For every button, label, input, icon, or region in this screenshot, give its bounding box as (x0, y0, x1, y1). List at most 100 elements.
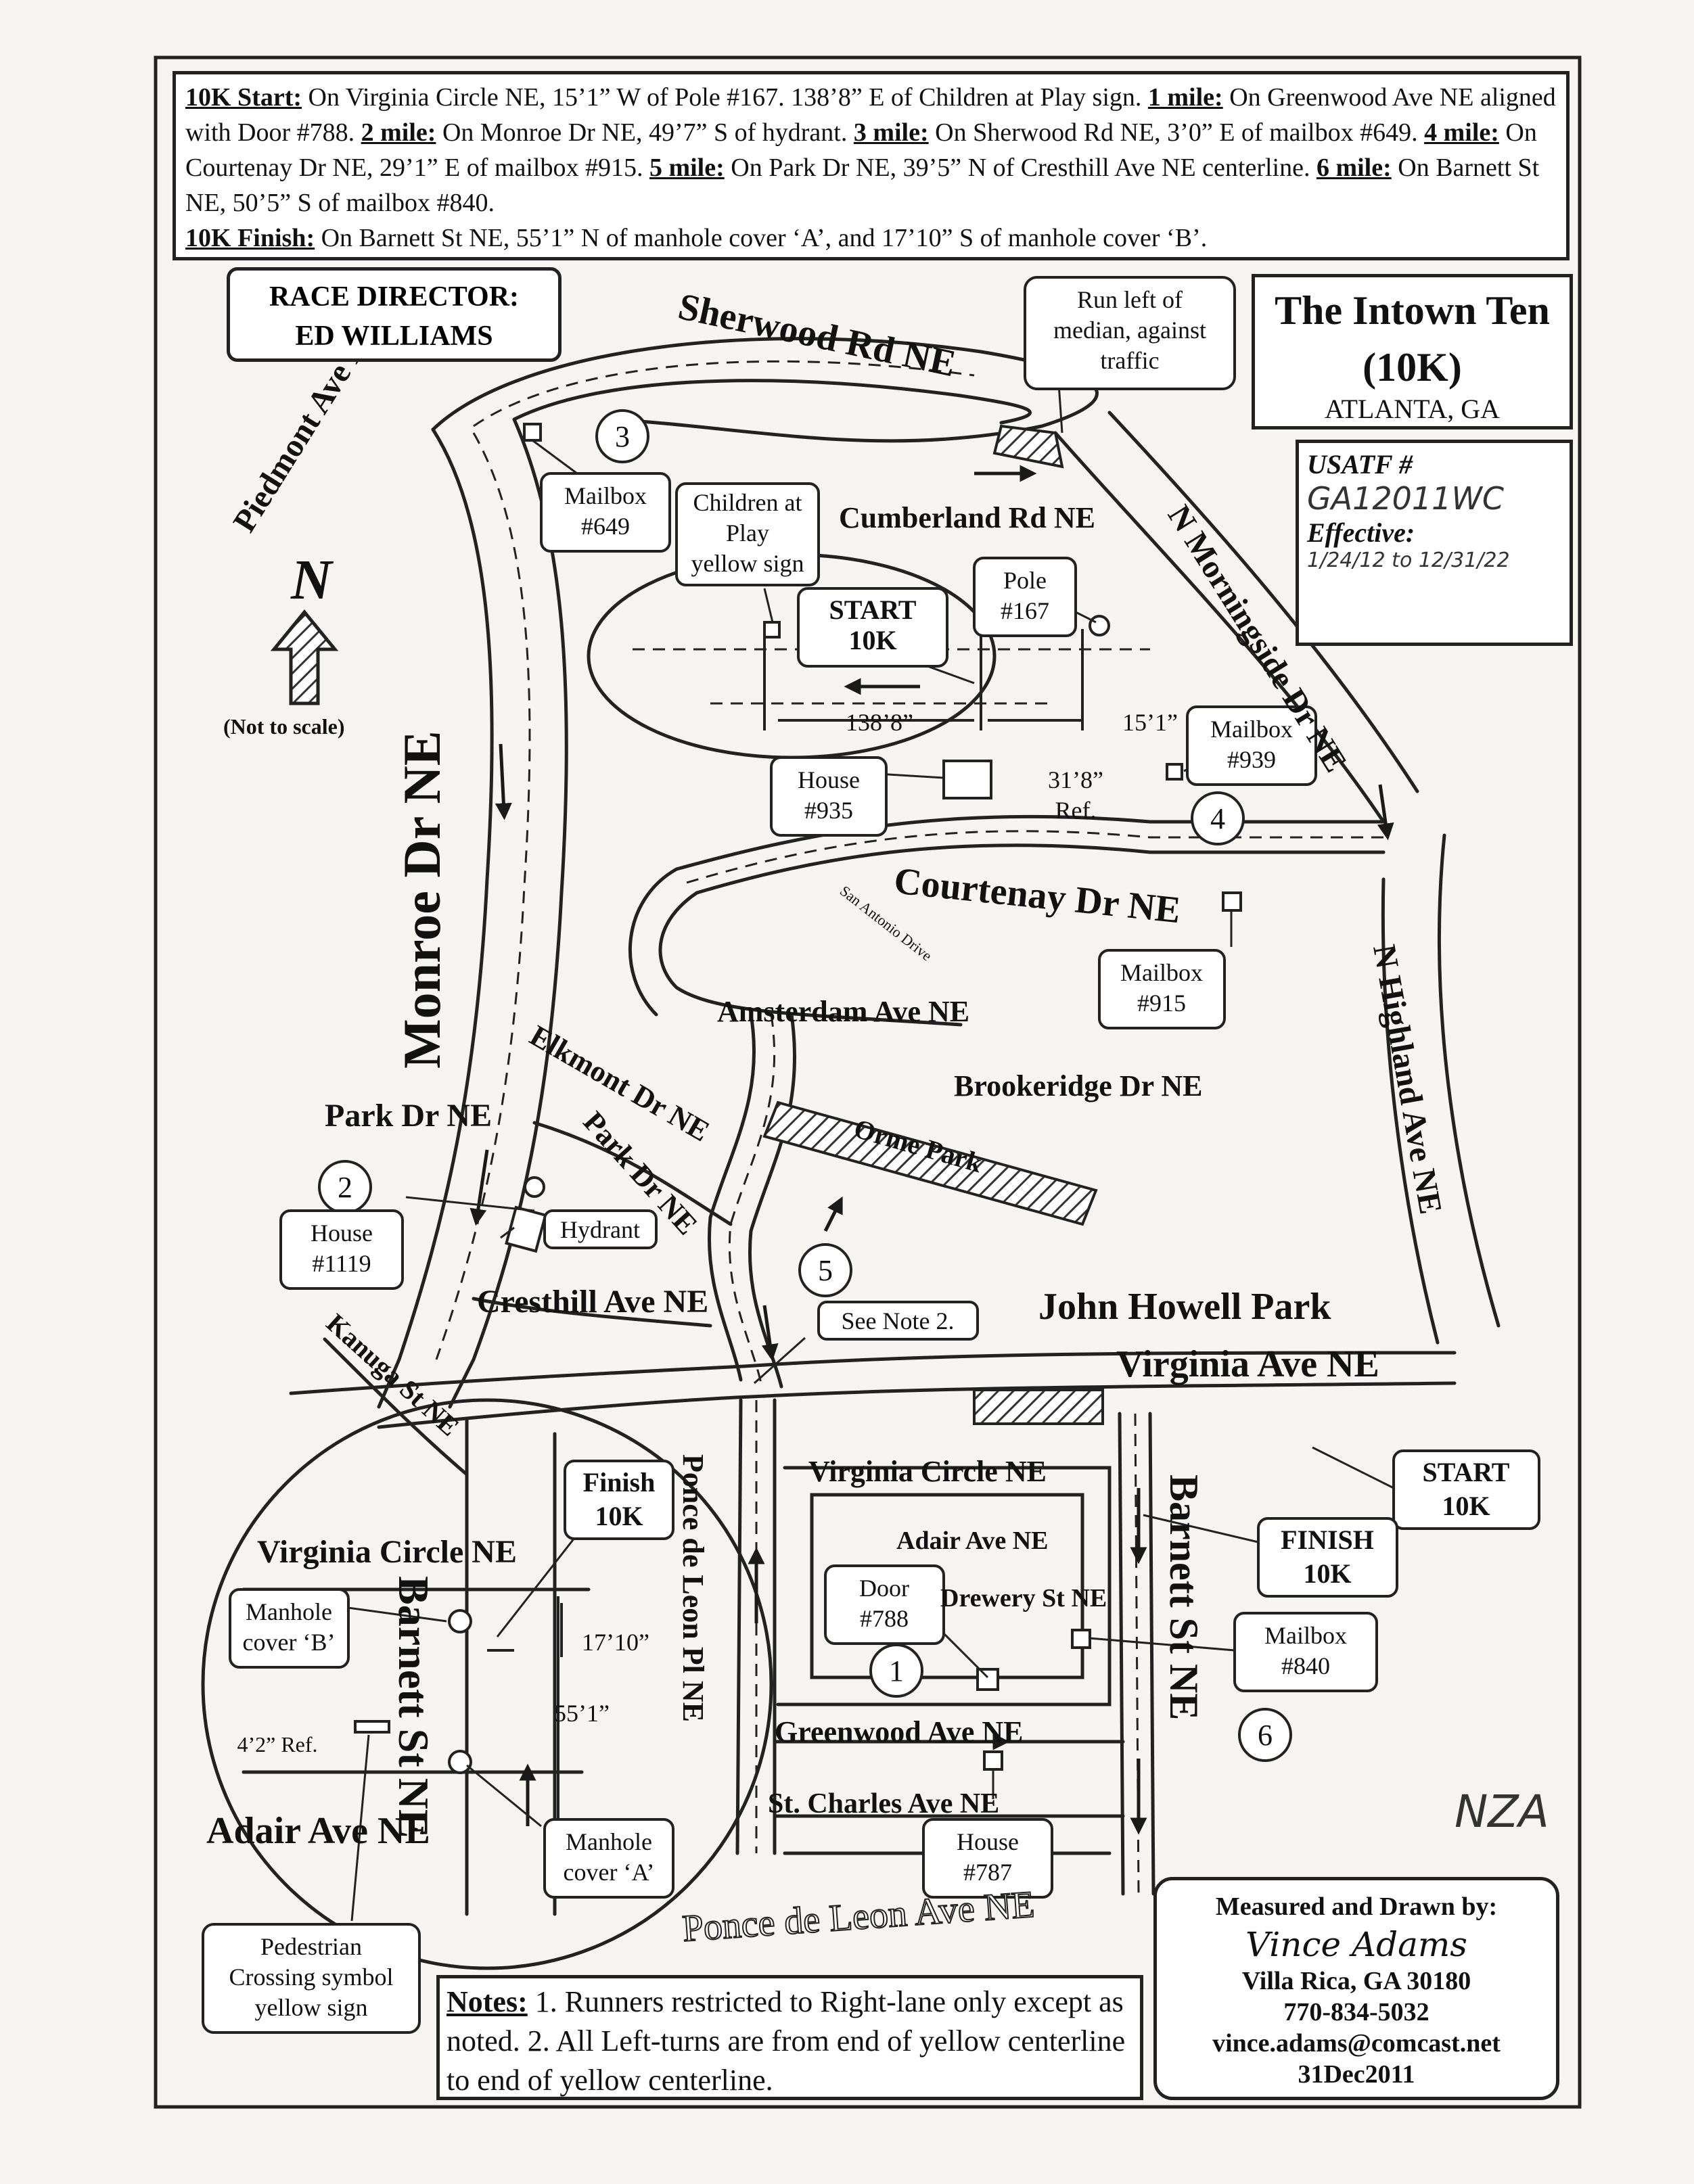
mile5-text: On Park Dr NE, 39’5” N of Cresthill Ave … (724, 154, 1317, 182)
point-markers (354, 423, 1242, 1774)
hydrant-marker (524, 1176, 545, 1198)
mile5-label: 5 mile: (649, 154, 725, 182)
notes-text: 1. Runners restricted to Right-lane only… (447, 1985, 1126, 2097)
house787-line2: #787 (963, 1859, 1012, 1886)
mailbox915-line2: #915 (1137, 990, 1186, 1017)
house-787-marker (983, 1750, 1003, 1771)
mile-marker-2: 2 (338, 1171, 352, 1204)
mailbox-840-marker (1071, 1629, 1091, 1649)
start-line2: 10K (848, 625, 896, 655)
label-inset-virginia-circle: Virginia Circle NE (257, 1534, 517, 1570)
mile6-label: 6 mile: (1316, 154, 1392, 182)
road-network (201, 337, 1501, 1970)
finish-inset-line2: 10K (595, 1501, 643, 1531)
mile1-text: On Greenwood Ave NE aligned with Door #7… (185, 83, 1556, 147)
mile-markers (318, 409, 1292, 1762)
mailbox939-line1: Mailbox (1210, 716, 1293, 743)
road-highland-2 (1437, 833, 1501, 1328)
mile-marker-labels: 1 2 3 4 5 6 (338, 420, 1273, 1752)
usatf-code: GA12011WC (1307, 480, 1505, 517)
north-arrow (270, 609, 339, 705)
finish2-line1: FINISH (1281, 1525, 1374, 1555)
house-935-marker (942, 760, 992, 799)
door788-line1: Door (859, 1575, 909, 1602)
label-virginia-circle: Virginia Circle NE (808, 1455, 1047, 1488)
effective-value: 1/24/12 to 12/31/22 (1307, 549, 1510, 572)
manhole-b-line2: cover ‘B’ (243, 1629, 336, 1656)
label-inset-adair: Adair Ave NE (206, 1810, 430, 1852)
label-cresthill: Cresthill Ave NE (477, 1284, 708, 1320)
median-area (992, 424, 1064, 469)
run-left-line3: traffic (1100, 347, 1159, 374)
manhole-a-line2: cover ‘A’ (564, 1859, 655, 1886)
road-sherwood-2 (512, 379, 1032, 425)
road-morningside-2 (1107, 411, 1419, 793)
road-courtenay-2 (628, 814, 1386, 1017)
road-cresthill (472, 1297, 712, 1328)
door788-line2: #788 (860, 1605, 909, 1632)
start-label: 10K Start: (185, 83, 302, 112)
finish-text: On Barnett St NE, 55’1” N of manhole cov… (315, 224, 1208, 252)
reviewer-initials: NZA (1455, 1786, 1549, 1838)
director-label: RACE DIRECTOR: (269, 281, 520, 312)
dist-138: 138’8” (846, 709, 913, 736)
road-barnett (1118, 1412, 1125, 1896)
manhole-a-marker (448, 1750, 472, 1774)
label-virginia-ave: Virginia Ave NE (1116, 1343, 1379, 1385)
label-st-charles: St. Charles Ave NE (768, 1788, 999, 1819)
road-virginia-ave-2 (377, 1381, 1457, 1429)
house787-line1: House (957, 1828, 1019, 1855)
callout-boxes (202, 276, 1540, 2034)
mile-marker-4: 4 (1210, 802, 1225, 835)
credit-box: Measured and Drawn by: Vince Adams Villa… (1153, 1877, 1559, 2100)
hydrant-label: Hydrant (560, 1216, 640, 1243)
house1119-line1: House (311, 1219, 373, 1247)
house1119-line2: #1119 (312, 1250, 371, 1277)
credit-name: Vince Adams (1245, 1925, 1467, 1964)
door-788-marker (976, 1668, 999, 1691)
orme-park-area (762, 1100, 1098, 1226)
mailbox-939-marker (1166, 763, 1183, 781)
mile2-text: On Monroe Dr NE, 49’7” S of hydrant. (436, 118, 854, 147)
route-sherwood (473, 360, 975, 427)
children-sign-marker (763, 621, 781, 638)
road-park-dr (707, 1013, 756, 1382)
notes-label: Notes: (447, 1985, 528, 2018)
callout-texts: Run left of median, against traffic Mail… (229, 286, 1509, 2021)
effective-label: Effective: (1307, 517, 1415, 548)
measurement-lines (487, 629, 1084, 1819)
run-left-line1: Run left of (1077, 286, 1183, 313)
mile-marker-1: 1 (889, 1654, 904, 1688)
finish2-line2: 10K (1303, 1558, 1351, 1589)
pedestrian-line1: Pedestrian (260, 1933, 362, 1960)
label-sherwood: Sherwood Rd NE (674, 285, 959, 385)
finish-inset-line1: Finish (583, 1467, 656, 1497)
label-drewery: Drewery St NE (940, 1584, 1107, 1612)
mile-marker-3: 3 (615, 420, 630, 453)
pole-line2: #167 (1001, 597, 1049, 624)
dist-1710: 17’10” (582, 1629, 649, 1656)
children-line1: Children at (693, 489, 802, 516)
start2-line1: START (1422, 1457, 1509, 1487)
road-highland (1381, 877, 1440, 1345)
mailbox649-line2: #649 (581, 513, 630, 540)
race-title-box: The Intown Ten (10K) ATLANTA, GA (1252, 274, 1573, 429)
mailbox840-line2: #840 (1281, 1652, 1330, 1679)
credit-city: Villa Rica, GA 30180 (1241, 1967, 1471, 1995)
mile-marker-6: 6 (1258, 1719, 1273, 1752)
children-line2: Play (726, 519, 769, 547)
route-arrows (470, 465, 1394, 1835)
credit-date: 31Dec2011 (1298, 2060, 1415, 2089)
label-barnett: Barnett St NE (1162, 1474, 1206, 1720)
see-note2-label: See Note 2. (842, 1307, 955, 1334)
label-park-dr-a: Park Dr NE (325, 1098, 492, 1134)
manhole-b-marker (448, 1609, 472, 1633)
road-elkmont (532, 1121, 733, 1226)
mile-marker-5: 5 (818, 1254, 833, 1287)
house935-line2: #935 (804, 797, 853, 824)
road-virginia-circle-block-2 (810, 1493, 1084, 1679)
road-park-dr-2 (748, 1013, 797, 1389)
manhole-b-line1: Manhole (246, 1598, 332, 1625)
dist-551: 55’1” (554, 1700, 610, 1727)
